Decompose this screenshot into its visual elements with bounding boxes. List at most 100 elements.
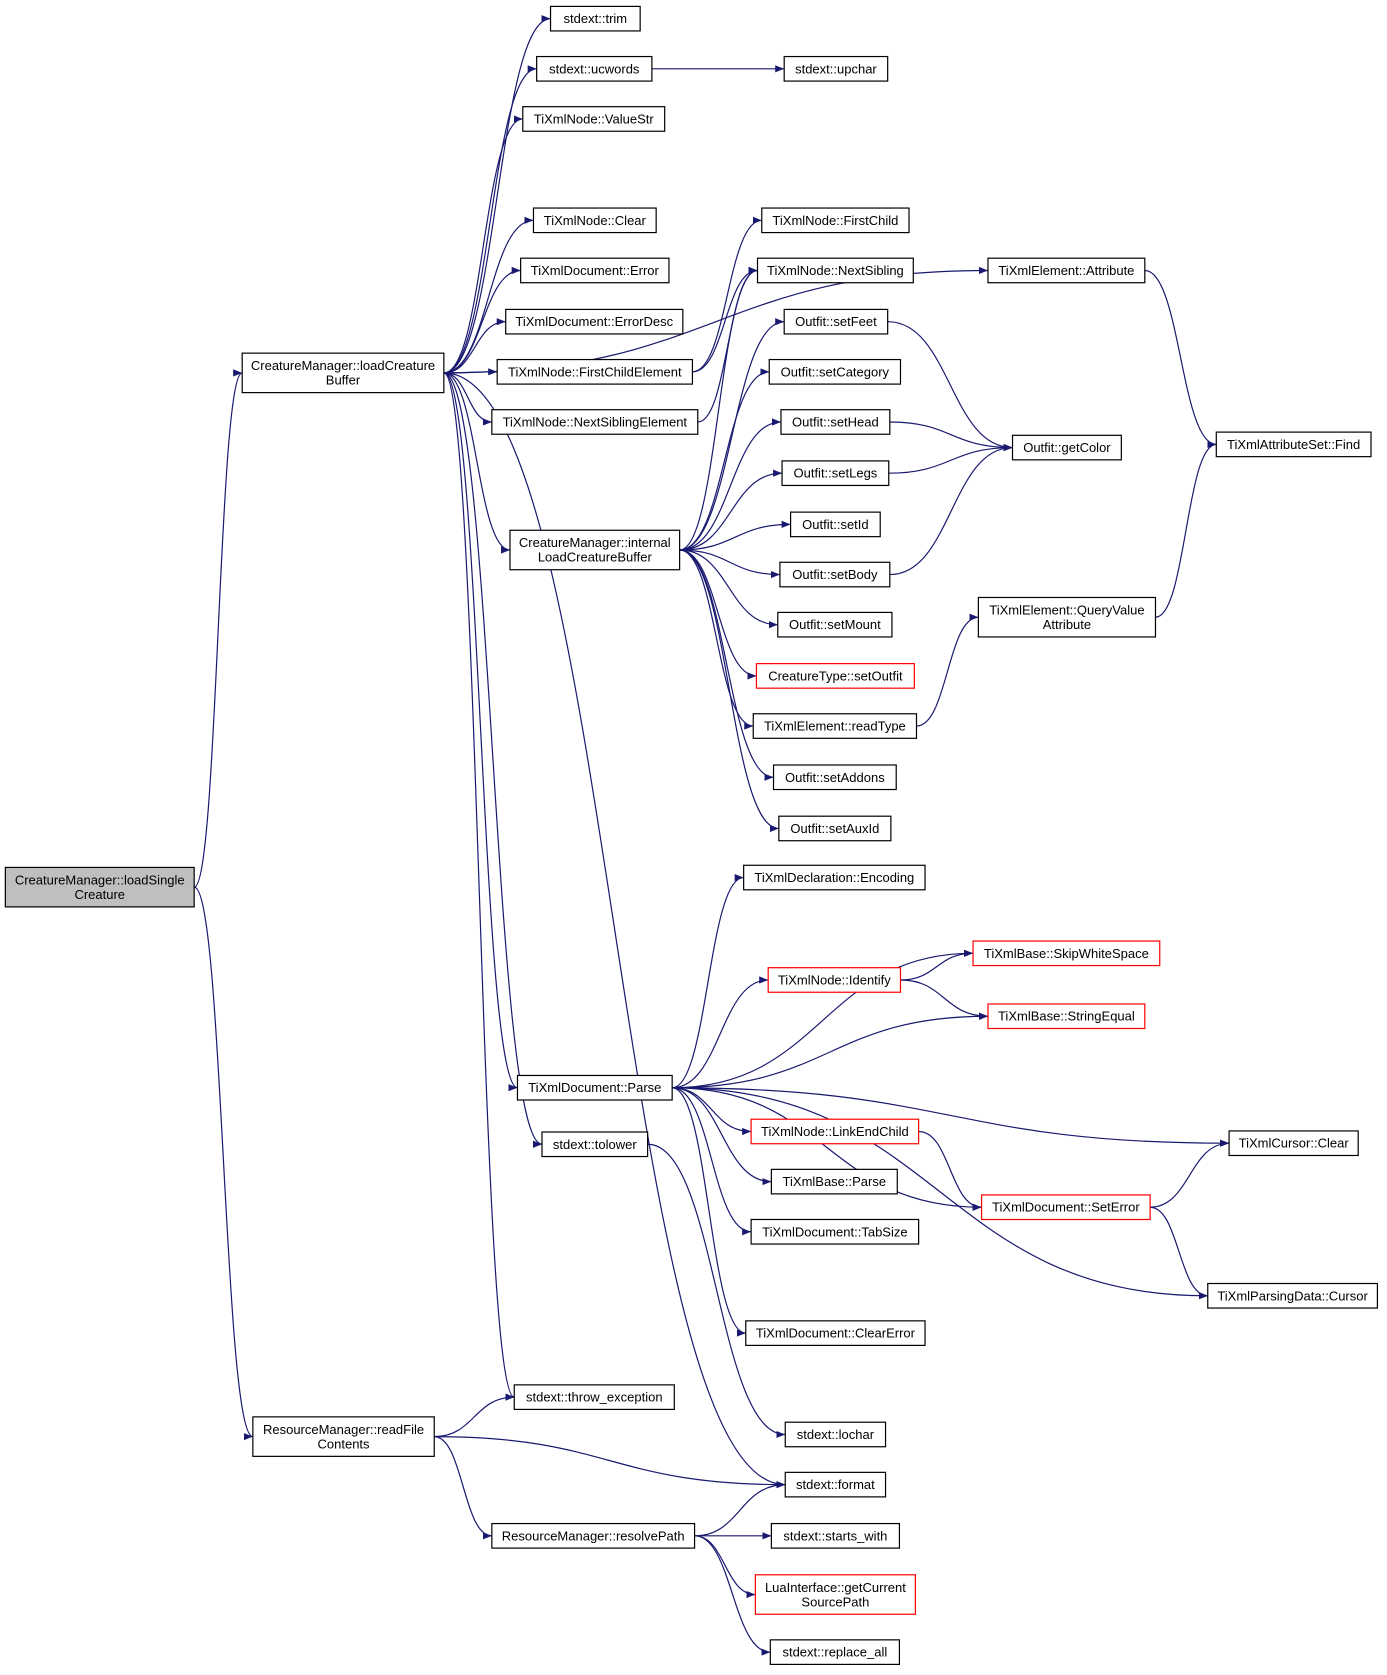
node-format[interactable]: stdext::format	[784, 1471, 887, 1498]
node-trim[interactable]: stdext::trim	[549, 5, 641, 32]
node-label: Outfit::setCategory	[781, 364, 890, 379]
edge-line	[672, 949, 974, 1089]
edge-docParse-to-setError	[672, 1087, 982, 1211]
node-cursorClear[interactable]: TiXmlCursor::Clear	[1228, 1130, 1359, 1157]
edge-readFile-to-throwEx	[434, 1393, 515, 1438]
edge-line	[1150, 1206, 1208, 1300]
node-nodeClear[interactable]: TiXmlNode::Clear	[532, 207, 657, 234]
node-box	[783, 308, 889, 335]
edge-line	[679, 549, 754, 730]
node-label: Outfit::getColor	[1023, 440, 1111, 455]
node-nextSiblingEl[interactable]: TiXmlNode::NextSiblingElement	[491, 409, 699, 435]
node-label: stdext::tolower	[553, 1137, 637, 1152]
node-box	[767, 967, 902, 993]
node-label: ResourceManager::resolvePath	[502, 1528, 685, 1543]
edge-docParse-to-parsingCursor	[672, 1087, 1208, 1300]
edge-line	[443, 372, 518, 1092]
node-label: stdext::lochar	[797, 1427, 875, 1442]
node-find[interactable]: TiXmlAttributeSet::Find	[1215, 431, 1372, 458]
node-attribute[interactable]: TiXmlElement::Attribute	[987, 257, 1146, 284]
node-label: SourcePath	[801, 1594, 869, 1609]
edge-line	[672, 1087, 772, 1186]
node-setError[interactable]: TiXmlDocument::SetError	[980, 1194, 1151, 1221]
node-throwEx[interactable]: stdext::throw_exception	[513, 1384, 675, 1411]
node-errorDesc[interactable]: TiXmlDocument::ErrorDesc	[505, 308, 684, 335]
node-internalBuf[interactable]: CreatureManager::internalLoadCreatureBuf…	[509, 529, 681, 571]
node-firstChildEl[interactable]: TiXmlNode::FirstChildElement	[496, 358, 694, 385]
node-setAddons[interactable]: Outfit::setAddons	[772, 764, 897, 791]
node-setAuxId[interactable]: Outfit::setAuxId	[778, 815, 892, 842]
node-clearError[interactable]: TiXmlDocument::ClearError	[745, 1320, 926, 1346]
node-label: Buffer	[326, 373, 361, 388]
edge-line	[889, 421, 1013, 452]
edge-line	[672, 1087, 1208, 1300]
node-replaceAll[interactable]: stdext::replace_all	[769, 1639, 901, 1665]
edge-internalBuf-to-nextSibling	[679, 266, 758, 551]
edge-line	[434, 1436, 492, 1540]
node-label: CreatureManager::internal	[519, 535, 671, 550]
node-box	[743, 864, 926, 891]
node-label: TiXmlParsingData::Cursor	[1217, 1288, 1368, 1303]
edge-setFeet-to-getColor	[887, 321, 1013, 452]
node-encoding[interactable]: TiXmlDeclaration::Encoding	[743, 864, 926, 891]
node-skipWhite[interactable]: TiXmlBase::SkipWhiteSpace	[972, 940, 1161, 967]
node-setFeet[interactable]: Outfit::setFeet	[783, 308, 889, 335]
node-label: LoadCreatureBuffer	[538, 550, 653, 565]
node-parsingCursor[interactable]: TiXmlParsingData::Cursor	[1207, 1282, 1378, 1309]
node-resolvePath[interactable]: ResourceManager::resolvePath	[491, 1522, 696, 1549]
node-upchar[interactable]: stdext::upchar	[783, 55, 889, 82]
edge-docParse-to-encoding	[672, 873, 744, 1089]
node-box	[784, 1471, 887, 1498]
node-docError[interactable]: TiXmlDocument::Error	[520, 257, 670, 284]
node-ucwords[interactable]: stdext::ucwords	[536, 55, 653, 82]
edge-loadBuf-to-docParse	[443, 372, 518, 1092]
node-setId[interactable]: Outfit::setId	[789, 511, 881, 538]
node-setMount[interactable]: Outfit::setMount	[777, 611, 893, 638]
node-box	[1215, 431, 1372, 458]
node-label: stdext::starts_with	[783, 1528, 887, 1543]
node-box	[784, 1421, 887, 1448]
node-linkEnd[interactable]: TiXmlNode::LinkEndChild	[750, 1118, 920, 1145]
node-setLegs[interactable]: Outfit::setLegs	[781, 460, 890, 487]
node-baseParse[interactable]: TiXmlBase::Parse	[770, 1168, 898, 1195]
edge-line	[443, 372, 492, 426]
edge-docParse-to-stringEqual	[672, 1012, 988, 1089]
edge-line	[694, 1535, 756, 1599]
edge-loadBuf-to-nodeClear	[443, 216, 534, 374]
edge-internalBuf-to-setHead	[679, 418, 781, 551]
node-tabSize[interactable]: TiXmlDocument::TabSize	[750, 1218, 920, 1245]
node-setOutfit[interactable]: CreatureType::setOutfit	[755, 663, 915, 689]
node-label: Outfit::setId	[802, 517, 868, 532]
node-valueStr[interactable]: TiXmlNode::ValueStr	[522, 106, 666, 132]
node-getColor[interactable]: Outfit::getColor	[1011, 434, 1122, 461]
node-setCategory[interactable]: Outfit::setCategory	[768, 358, 902, 385]
node-box	[522, 106, 666, 132]
node-identify[interactable]: TiXmlNode::Identify	[767, 967, 902, 993]
edge-docParse-to-skipWhite	[672, 949, 974, 1089]
node-box	[980, 1194, 1151, 1221]
edge-line	[443, 15, 551, 374]
node-docParse[interactable]: TiXmlDocument::Parse	[516, 1074, 673, 1101]
node-label: Outfit::setAddons	[785, 770, 885, 785]
node-nextSibling[interactable]: TiXmlNode::NextSibling	[756, 257, 914, 284]
node-readType[interactable]: TiXmlElement::readType	[752, 713, 918, 739]
node-label: Creature	[74, 887, 125, 902]
node-setBody[interactable]: Outfit::setBody	[779, 561, 891, 588]
edge-docParse-to-identify	[672, 976, 769, 1089]
node-startsWith[interactable]: stdext::starts_with	[770, 1522, 901, 1549]
node-box	[520, 257, 670, 284]
node-label: Outfit::setMount	[789, 617, 881, 632]
node-firstChild[interactable]: TiXmlNode::FirstChild	[761, 207, 910, 234]
edge-line	[443, 216, 534, 374]
node-setHead[interactable]: Outfit::setHead	[780, 409, 891, 435]
node-tolower[interactable]: stdext::tolower	[541, 1131, 649, 1158]
edge-loadBuf-to-throwEx	[443, 372, 515, 1401]
node-stringEqual[interactable]: TiXmlBase::StringEqual	[987, 1003, 1146, 1030]
node-lochar[interactable]: stdext::lochar	[784, 1421, 887, 1448]
node-box	[987, 257, 1146, 284]
